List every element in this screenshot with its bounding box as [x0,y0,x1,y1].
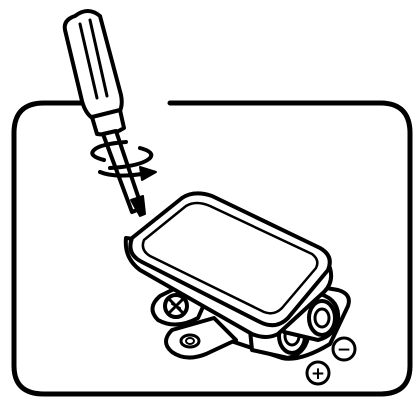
screw-icon [165,295,187,317]
plus-sign-icon: + [307,362,329,384]
rotation-arrow-head [140,167,156,180]
minus-sign-icon: − [333,338,355,360]
minus-sign-label: − [337,340,351,360]
lug-hole-inner [186,338,194,344]
screwdriver-icon [65,11,145,216]
plus-sign-label: + [311,364,325,384]
